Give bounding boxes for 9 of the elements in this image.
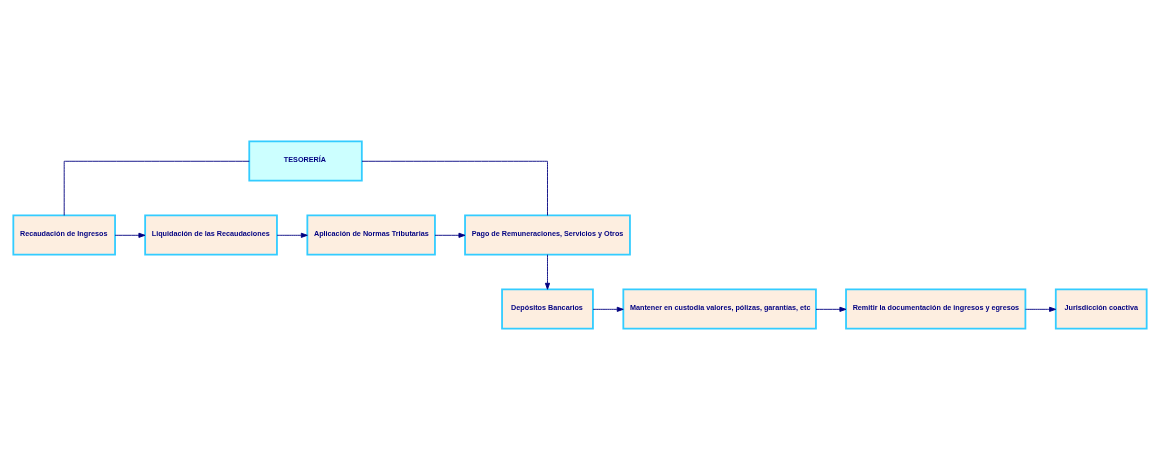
arrow xyxy=(434,232,466,238)
arrow xyxy=(544,254,551,290)
arrow xyxy=(815,306,847,312)
arrow xyxy=(276,232,308,238)
arrow xyxy=(1025,306,1057,312)
arrow xyxy=(592,306,624,312)
arrow xyxy=(114,232,146,238)
connector xyxy=(63,160,250,216)
connector xyxy=(361,160,548,216)
